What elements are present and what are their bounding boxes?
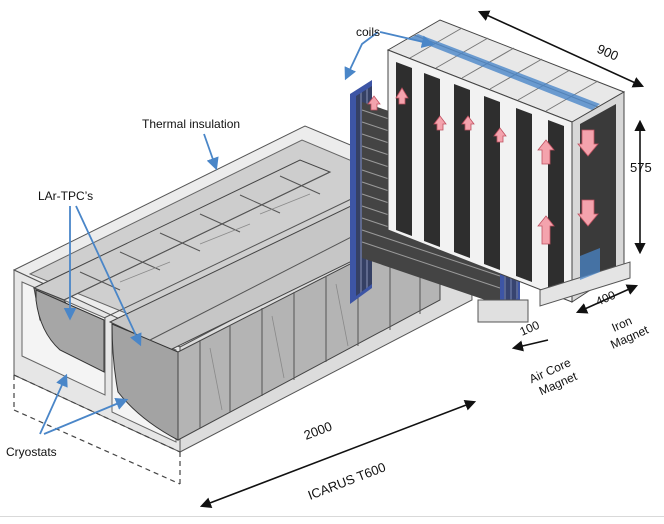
label-iron-magnet: Iron Magnet [608, 314, 651, 352]
dim-900-arrow [477, 10, 645, 88]
dimension-arrows [199, 10, 646, 509]
tpc-left-front [35, 289, 105, 373]
flux-arrow-up-7 [537, 215, 555, 245]
flux-arrow-up-6 [537, 139, 555, 165]
cryostat-callout-right [43, 398, 129, 435]
flux-arrow-up-2 [395, 87, 409, 105]
cryostat-hidden-edge-bottom [13, 409, 181, 485]
label-dim-400: 400 [594, 288, 618, 309]
flux-arrow-up-4 [461, 115, 475, 131]
bottom-divider [0, 516, 664, 517]
tpc-right-front [111, 323, 179, 441]
air-core-stand [477, 299, 529, 323]
flux-arrow-up-5 [493, 127, 507, 143]
dim-400-arrow [575, 284, 639, 314]
flux-arrow-up-3 [433, 115, 447, 131]
label-thermal-insulation: Thermal insulation [142, 117, 240, 131]
label-coils: coils [356, 25, 380, 39]
flux-arrow-down-1 [577, 129, 599, 157]
label-cryostats: Cryostats [6, 445, 57, 459]
tpc-wire-marks [119, 193, 349, 411]
tpc-callout-right [75, 205, 142, 347]
dim-100-arrow [511, 339, 549, 352]
flux-arrows [367, 87, 599, 245]
label-dim-575: 575 [630, 160, 652, 175]
iron-bottom-coil [580, 248, 600, 280]
coils-callout-left [344, 31, 379, 81]
label-lar-tpcs: LAr-TPC’s [38, 189, 93, 203]
flux-arrow-down-2 [577, 199, 599, 227]
iron-magnet [367, 19, 631, 307]
callout-arrows [39, 31, 435, 435]
label-air-core-magnet: Air Core Magnet [527, 355, 580, 398]
cryostat-hidden-edge-front [13, 374, 181, 453]
label-dim-900: 900 [595, 41, 621, 64]
flux-arrow-up-1 [367, 95, 381, 111]
label-icarus-t600: ICARUS T600 [306, 459, 388, 502]
cryostat-callout-left [39, 373, 68, 435]
lar-tpc-modules [32, 159, 442, 441]
dim-2000-arrow [199, 399, 477, 509]
coils-callout-right [379, 31, 435, 48]
thermal-callout [203, 133, 219, 171]
iron-slabs [396, 62, 564, 294]
label-dim-2000: 2000 [302, 418, 334, 442]
